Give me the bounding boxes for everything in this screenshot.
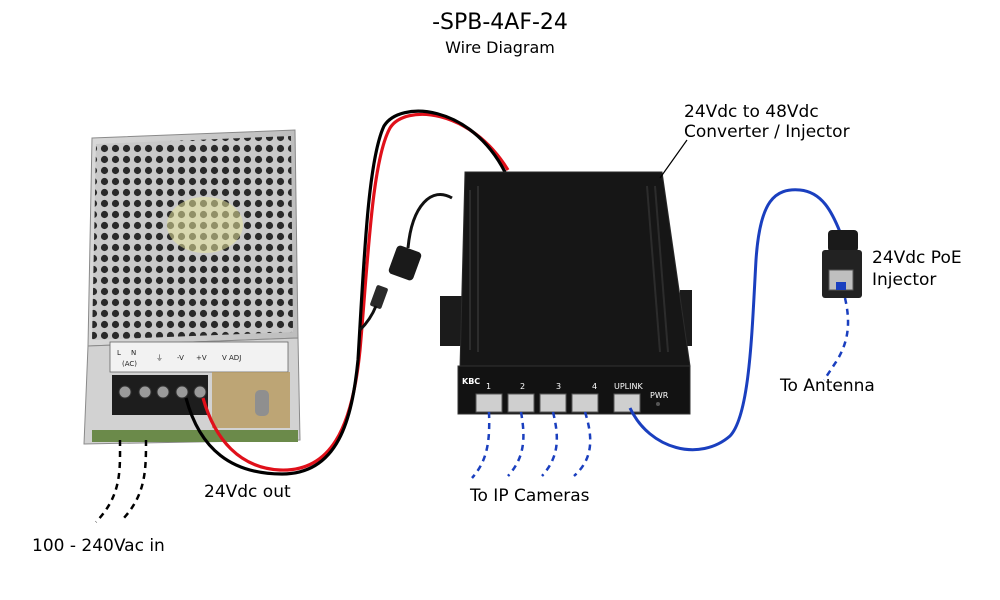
ac-input-dashed-cables	[95, 439, 148, 523]
port-3	[539, 393, 567, 413]
diagram-title: -SPB-4AF-24	[432, 10, 568, 35]
converter-label-line1: 24Vdc to 48Vdc	[684, 102, 819, 122]
negative-wire-black	[184, 109, 507, 476]
converter-injector-device	[440, 171, 692, 415]
poe-injector-device	[822, 230, 862, 298]
dc-out-label: 24Vdc out	[204, 482, 291, 502]
diagram-subtitle: Wire Diagram	[445, 38, 555, 57]
terminal-label-ac: (AC)	[122, 360, 137, 368]
terminal-screws	[112, 375, 208, 415]
terminal-label-vadj: V ADJ	[222, 354, 241, 362]
port-uplink	[613, 393, 641, 413]
terminal-label-negative: -V	[177, 354, 184, 362]
terminal-label-strip	[109, 341, 289, 373]
dc-barrel-jack	[388, 245, 422, 281]
terminal-label-ground: ⏚	[156, 354, 163, 362]
terminal-label-l: L	[117, 349, 121, 357]
terminal-label-n: N	[131, 349, 136, 357]
to-antenna-label: To Antenna	[780, 376, 875, 396]
switch-brand-logo: KBC	[462, 377, 480, 386]
ac-in-label: 100 - 240Vac in	[32, 536, 165, 556]
power-supply-unit	[83, 129, 301, 445]
positive-wire-red	[201, 112, 510, 472]
pwr-led	[656, 402, 660, 406]
converter-label-line2: Converter / Injector	[684, 122, 850, 142]
dc-plug-cable	[358, 305, 378, 332]
dc-jack-cable	[406, 192, 453, 249]
antenna-dashed-cable	[822, 297, 850, 381]
port-4	[571, 393, 599, 413]
pcb-board	[212, 372, 290, 428]
psu-base-plate	[92, 430, 298, 442]
port-label-2: 2	[520, 382, 525, 391]
port-1	[475, 393, 503, 413]
port-label-3: 3	[556, 382, 561, 391]
capacitor	[255, 390, 269, 416]
converter-pointer-line	[659, 139, 688, 179]
poe-injector-label-line1: 24Vdc PoE	[872, 248, 962, 268]
dc-barrel-plug	[370, 285, 388, 309]
camera-dashed-cables	[471, 411, 592, 479]
port-label-4: 4	[592, 382, 597, 391]
port-label-1: 1	[486, 382, 491, 391]
terminal-label-positive: +V	[196, 354, 207, 362]
uplink-network-cable	[628, 188, 842, 452]
port-label-uplink: UPLINK	[614, 382, 643, 391]
port-2	[507, 393, 535, 413]
poe-injector-label-line2: Injector	[872, 270, 937, 290]
vent-ribs	[469, 185, 669, 353]
to-ip-cameras-label: To IP Cameras	[470, 486, 590, 506]
pwr-label: PWR	[650, 391, 669, 400]
